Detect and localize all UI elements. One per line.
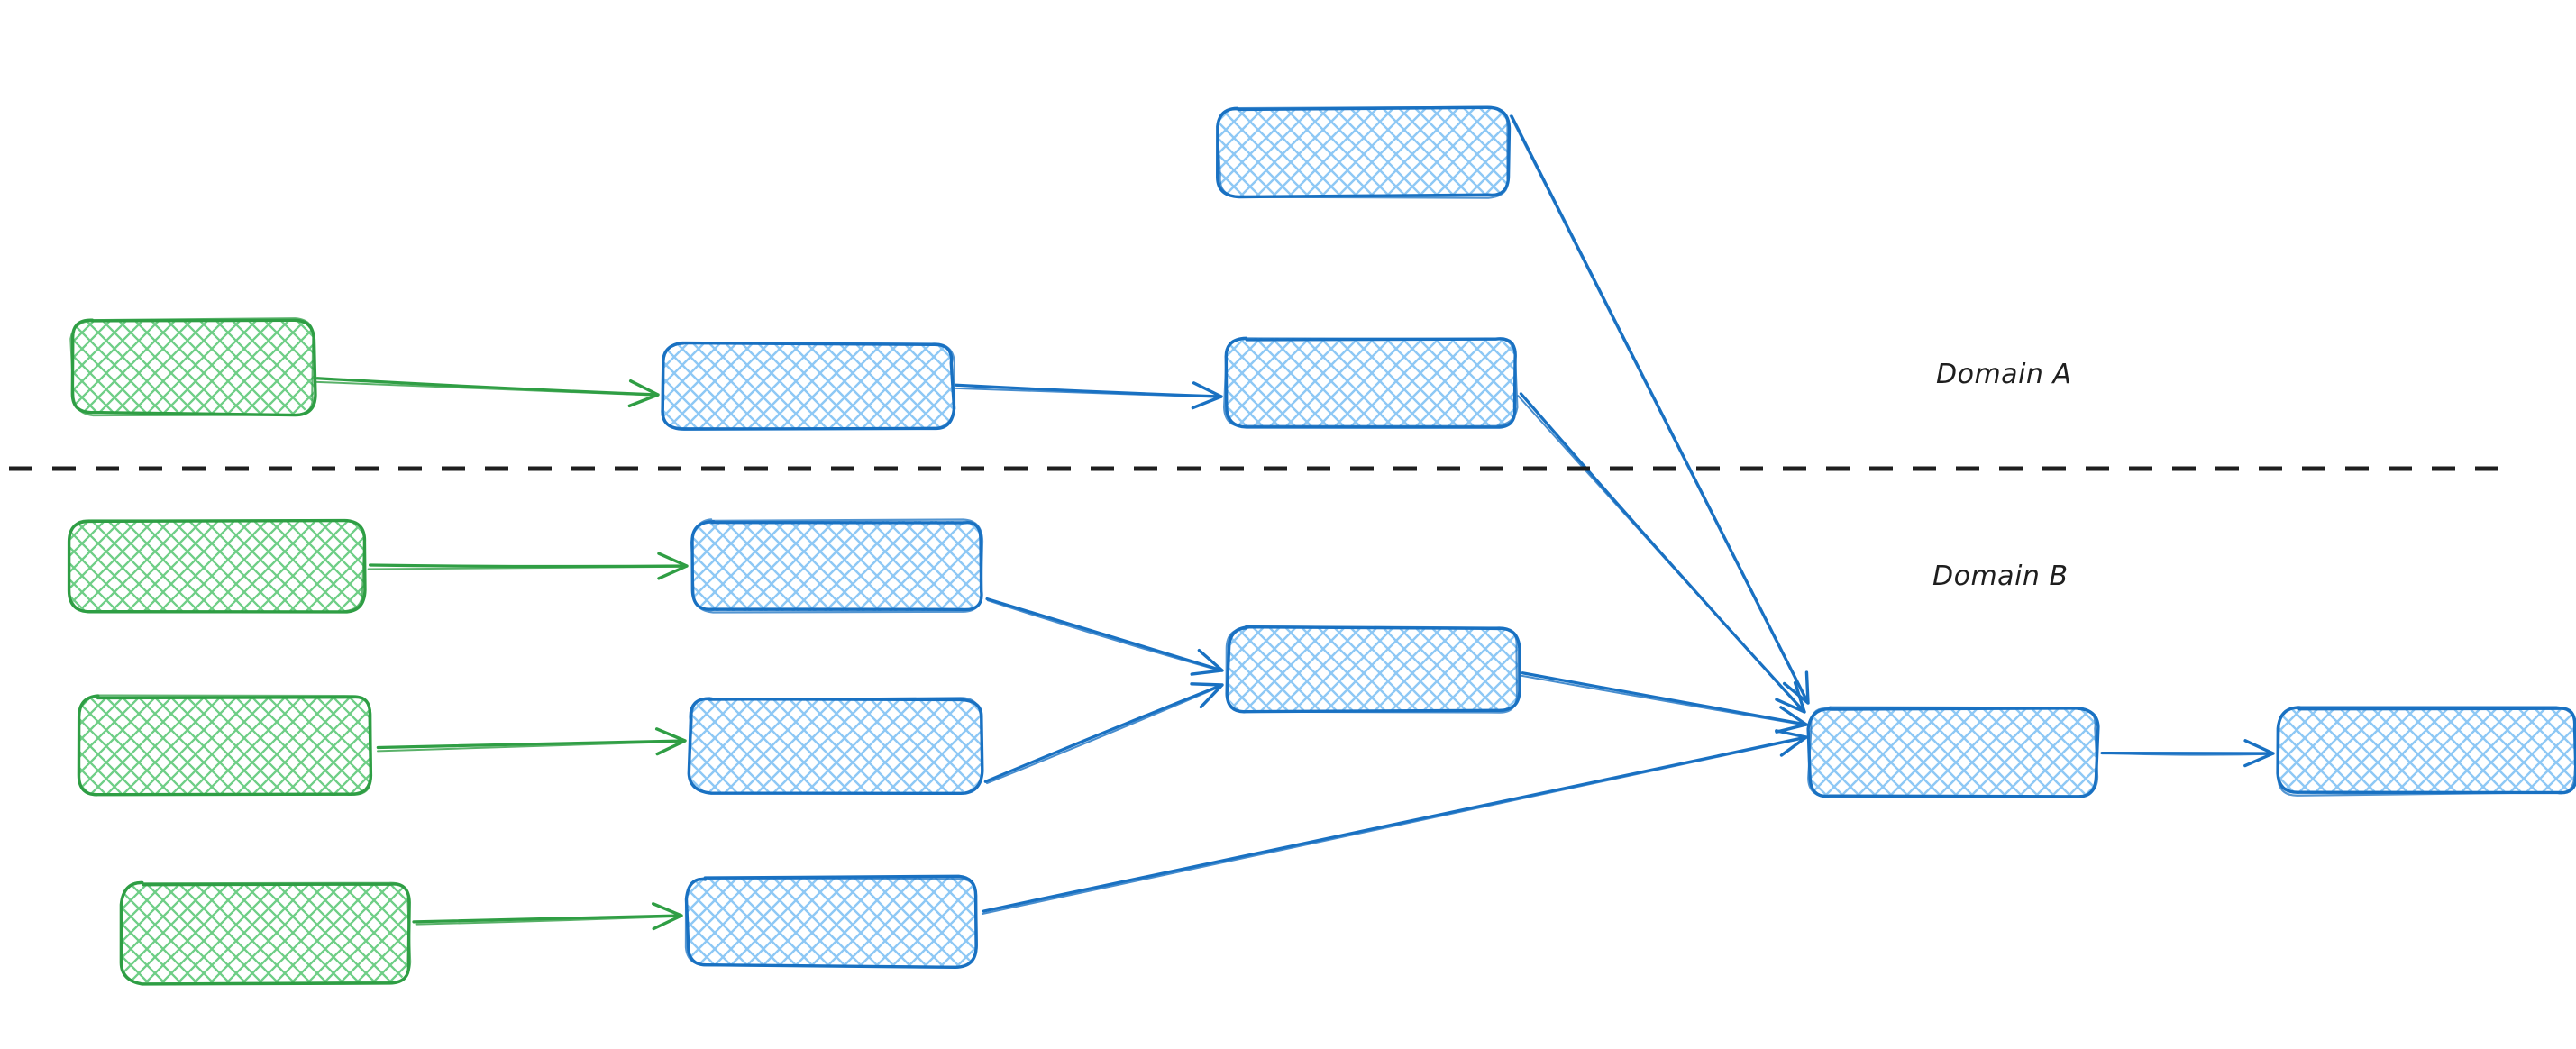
arrowhead-icon: [654, 727, 687, 756]
node-fill: [72, 320, 314, 414]
edge-line: [1521, 674, 1807, 726]
domain-a-label: Domain A: [1936, 359, 2072, 390]
node-fill: [123, 883, 409, 982]
node-outline: [684, 877, 978, 968]
edge-line: [377, 740, 687, 753]
node-fill: [79, 697, 371, 796]
node-outline: [688, 697, 983, 795]
arrowhead-icon: [1190, 682, 1224, 709]
node-outline: [690, 518, 984, 614]
edge-process-b3-to-sink-main[interactable]: [981, 729, 1808, 916]
node-outline: [1216, 105, 1509, 199]
edge-line: [315, 380, 659, 397]
node-outline: [120, 880, 412, 985]
arrowhead-icon: [2243, 739, 2275, 768]
node-process-b1[interactable]: [690, 518, 984, 614]
node-process-a1[interactable]: [661, 341, 956, 431]
edge-process-b1-to-process-hub[interactable]: [985, 597, 1224, 676]
edge-line: [985, 597, 1224, 672]
edge-process-a1-to-process-a2[interactable]: [954, 381, 1223, 410]
node-process-a2[interactable]: [1222, 336, 1519, 429]
arrowhead-icon: [1775, 729, 1808, 757]
arrowhead-icon: [1191, 381, 1223, 410]
edge-line: [981, 736, 1808, 916]
node-outline: [661, 341, 956, 430]
node-outline: [2277, 706, 2576, 797]
arrowhead-icon: [627, 379, 660, 408]
node-outline: [1807, 706, 2099, 799]
arrowhead-icon: [1782, 670, 1810, 705]
node-fill: [2279, 707, 2576, 794]
edge-process-a0-to-sink-main[interactable]: [1509, 114, 1810, 705]
edge-line: [986, 599, 1223, 672]
edge-line: [1521, 671, 1808, 726]
edge-process-b2-to-process-hub[interactable]: [983, 682, 1224, 785]
node-outline: [78, 694, 372, 796]
edges-layer: [315, 114, 2275, 931]
node-fill: [70, 521, 364, 611]
node-sink-main[interactable]: [1806, 706, 2100, 799]
domain-b-label: Domain B: [1932, 561, 2069, 592]
node-outline: [69, 317, 315, 417]
arrowhead-icon: [657, 552, 689, 580]
node-fill: [692, 521, 982, 611]
edge-process-hub-to-sink-main[interactable]: [1521, 671, 1808, 734]
node-source-b1[interactable]: [67, 518, 367, 614]
edge-line: [315, 377, 660, 397]
node-process-b2[interactable]: [687, 697, 984, 796]
node-fill: [690, 698, 981, 792]
arrowhead-icon: [1190, 648, 1224, 676]
edge-line: [954, 383, 1223, 398]
nodes-layer: [67, 105, 2576, 986]
node-fill: [662, 343, 953, 428]
node-outline: [1222, 337, 1519, 427]
edge-source-b3-to-process-b3[interactable]: [412, 902, 683, 931]
edge-line: [955, 387, 1222, 398]
edge-source-b2-to-process-b2[interactable]: [376, 727, 687, 756]
arrowhead-icon: [1775, 706, 1808, 734]
node-process-hub[interactable]: [1225, 625, 1521, 714]
node-fill: [1226, 338, 1516, 426]
edge-line: [982, 735, 1808, 913]
node-process-a0[interactable]: [1216, 105, 1512, 199]
node-source-a1[interactable]: [69, 317, 317, 417]
edge-line: [983, 683, 1224, 783]
arrowhead-icon: [651, 902, 683, 931]
node-outline: [68, 519, 366, 614]
edge-line: [1509, 114, 1809, 705]
node-fill: [687, 878, 977, 966]
node-source-b2[interactable]: [77, 694, 373, 797]
edge-line: [376, 739, 687, 750]
node-fill: [1228, 627, 1518, 712]
edge-line: [2101, 752, 2274, 756]
node-sink-final[interactable]: [2276, 706, 2576, 797]
edge-line: [1519, 392, 1806, 714]
edge-line: [1517, 395, 1805, 714]
node-process-b3[interactable]: [684, 874, 978, 970]
arrowhead-icon: [1775, 680, 1806, 714]
edge-line: [986, 684, 1224, 785]
edge-source-b1-to-process-b1[interactable]: [367, 552, 689, 580]
edge-source-a1-to-process-a1[interactable]: [315, 377, 660, 408]
node-fill: [1810, 708, 2096, 797]
node-fill: [1219, 108, 1509, 196]
edge-line: [367, 565, 688, 570]
edge-sink-main-to-sink-final[interactable]: [2100, 739, 2275, 768]
edge-line: [412, 914, 683, 924]
edge-process-a2-to-sink-main[interactable]: [1517, 392, 1806, 714]
edge-line: [415, 915, 683, 926]
node-source-b3[interactable]: [119, 880, 412, 986]
node-outline: [1225, 625, 1519, 714]
